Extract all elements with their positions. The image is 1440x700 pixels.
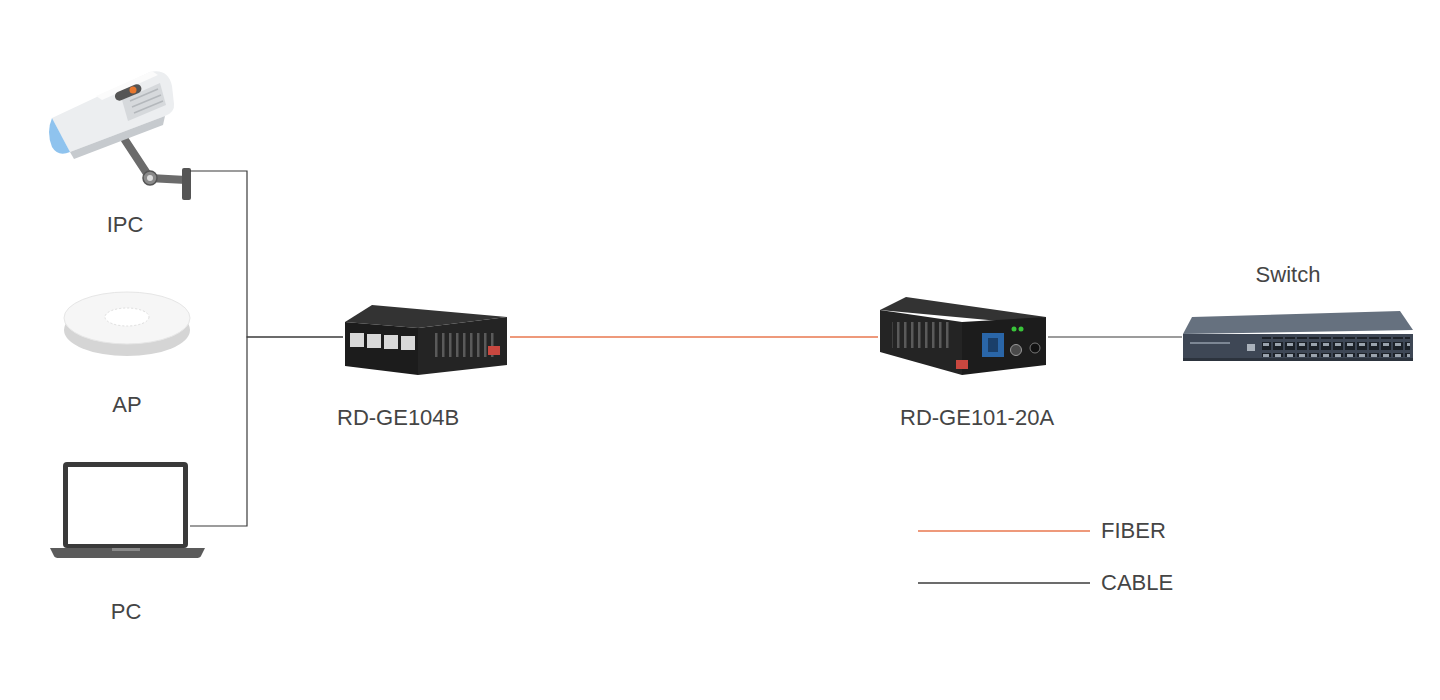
power-jack bbox=[1030, 343, 1040, 353]
device-vents bbox=[435, 333, 495, 357]
device-label: PC bbox=[22, 599, 230, 625]
device-button bbox=[1011, 345, 1022, 356]
cable-connector bbox=[1048, 336, 1182, 337]
device-label: Switch bbox=[1132, 262, 1440, 288]
switch-top bbox=[1183, 311, 1413, 334]
laptop-base bbox=[50, 548, 205, 558]
media-converter-node: RD-GE101-20A bbox=[878, 295, 1048, 431]
device-label: AP bbox=[20, 392, 234, 418]
switch-ports bbox=[1262, 337, 1410, 357]
camera-lens bbox=[49, 118, 70, 154]
camera-bracket bbox=[182, 168, 191, 200]
device-side bbox=[418, 317, 507, 375]
switch-indicators bbox=[1190, 342, 1230, 344]
rj45-port bbox=[401, 336, 415, 350]
console-port bbox=[1247, 344, 1255, 351]
device-label: RD-GE104B bbox=[337, 405, 459, 431]
led bbox=[1019, 327, 1024, 332]
camera-joint bbox=[143, 171, 157, 185]
laptop-lid bbox=[63, 462, 188, 548]
sc-fiber-port bbox=[982, 333, 1004, 357]
device-label: RD-GE101-20A bbox=[900, 405, 1054, 431]
rj45-port bbox=[367, 334, 381, 348]
switch-illustration bbox=[1183, 311, 1413, 361]
switch-edge bbox=[1183, 358, 1413, 361]
access-point-node: AP bbox=[60, 285, 194, 418]
switch-front bbox=[1183, 334, 1413, 361]
cable-connector bbox=[190, 337, 343, 526]
rj45-port bbox=[350, 333, 364, 347]
laptop-screen bbox=[68, 467, 183, 544]
camera-indicator bbox=[130, 87, 137, 94]
rj45-port bbox=[384, 335, 398, 349]
camera-illustration bbox=[49, 71, 191, 200]
camera-node: IPC bbox=[60, 62, 190, 238]
switch-node: Switch bbox=[1182, 262, 1414, 362]
fiber-connector bbox=[510, 336, 878, 337]
led bbox=[1012, 327, 1017, 332]
converter-fiber-illustration bbox=[880, 297, 1046, 375]
device-label: IPC bbox=[20, 212, 230, 238]
cable-connector bbox=[190, 171, 343, 337]
legend-label: FIBER bbox=[1101, 518, 1166, 544]
ap-top bbox=[64, 292, 190, 344]
device-sticker bbox=[956, 360, 968, 369]
laptop-notch bbox=[112, 548, 140, 551]
legend-line bbox=[918, 582, 1090, 583]
ap-illustration bbox=[64, 292, 190, 356]
device-vents bbox=[892, 322, 950, 348]
laptop-illustration bbox=[50, 462, 205, 558]
media-converter-node: RD-GE104B bbox=[343, 300, 510, 431]
device-front bbox=[962, 317, 1046, 375]
device-side bbox=[880, 310, 962, 375]
camera-sensor-strip bbox=[114, 83, 143, 102]
converter-4port-illustration bbox=[345, 305, 507, 375]
ap-logo-ring bbox=[105, 308, 149, 326]
device-sticker bbox=[488, 346, 500, 355]
camera-underside bbox=[70, 116, 165, 159]
sc-fiber-port-inner bbox=[988, 338, 998, 352]
device-front bbox=[345, 322, 418, 375]
camera-joint-bolt bbox=[147, 175, 153, 181]
laptop-node: PC bbox=[62, 455, 190, 625]
legend-line bbox=[918, 530, 1090, 531]
legend-label: CABLE bbox=[1101, 570, 1173, 596]
